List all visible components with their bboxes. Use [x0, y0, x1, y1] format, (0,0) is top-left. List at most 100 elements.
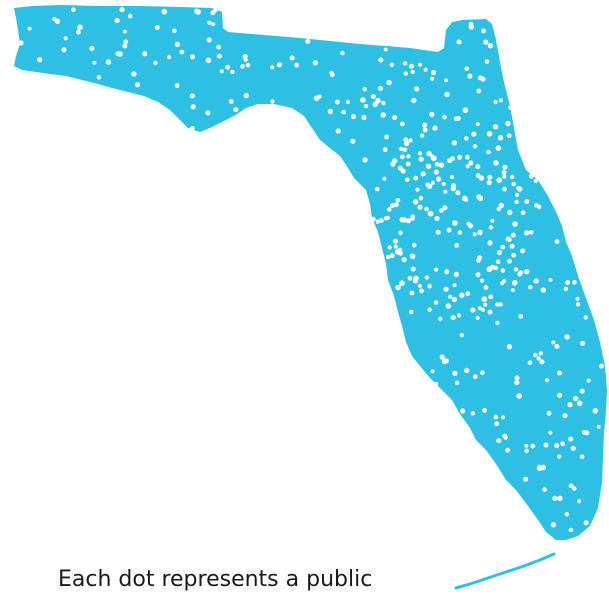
school-dot: [548, 277, 553, 282]
school-dot: [567, 402, 573, 408]
school-dot: [460, 408, 466, 414]
school-dot: [153, 60, 158, 66]
school-dot: [426, 150, 432, 157]
school-dot: [557, 495, 563, 501]
school-dot: [472, 374, 478, 380]
school-dot: [242, 54, 248, 60]
school-dot: [554, 443, 560, 449]
school-dot: [501, 170, 507, 176]
school-dot: [524, 443, 529, 448]
school-dot: [533, 178, 538, 184]
school-dot: [573, 395, 579, 402]
school-dot: [506, 344, 513, 350]
school-dot: [512, 221, 518, 227]
school-dot: [488, 294, 494, 300]
school-dot: [495, 259, 501, 265]
school-dot: [427, 210, 434, 217]
school-dot: [480, 307, 485, 312]
school-dot: [427, 307, 432, 312]
school-dot: [523, 230, 530, 236]
school-dot: [207, 20, 212, 25]
school-dot: [477, 75, 483, 81]
school-dot: [395, 198, 401, 203]
school-dot: [579, 340, 586, 346]
school-dot: [228, 99, 234, 104]
school-dot: [405, 161, 411, 167]
school-dot: [492, 124, 499, 130]
school-dot: [513, 267, 519, 272]
school-dot: [484, 59, 490, 64]
school-dot: [438, 162, 445, 168]
school-dot: [89, 45, 95, 52]
school-dot: [523, 476, 529, 482]
school-dot: [270, 65, 275, 70]
school-dot: [483, 302, 488, 307]
school-dot: [327, 108, 334, 115]
school-dot: [225, 64, 231, 70]
school-dot: [462, 195, 468, 201]
school-dot: [122, 29, 127, 34]
school-dot: [444, 78, 448, 83]
school-dot: [583, 520, 589, 526]
school-dot: [475, 164, 481, 170]
school-dot: [540, 287, 546, 293]
school-dot: [390, 161, 396, 167]
school-dot: [454, 380, 460, 385]
school-dot: [408, 63, 415, 69]
school-dot: [317, 94, 322, 99]
school-dot: [433, 381, 439, 387]
school-dot: [350, 113, 356, 120]
school-dot: [497, 135, 504, 141]
school-dot: [386, 207, 392, 212]
school-dot: [542, 487, 547, 492]
school-dot: [406, 154, 411, 159]
school-dot: [37, 57, 43, 63]
school-dot: [500, 415, 506, 420]
school-dot: [294, 62, 300, 68]
school-dot: [557, 392, 563, 398]
school-dot: [413, 199, 419, 205]
school-dot: [502, 186, 507, 192]
school-dot: [564, 512, 569, 517]
school-dot: [538, 351, 543, 356]
school-dot: [167, 55, 172, 60]
school-dot: [493, 160, 499, 166]
school-dot: [576, 400, 583, 407]
school-dot: [575, 296, 580, 301]
school-dot: [179, 49, 185, 55]
school-dot: [443, 358, 449, 364]
school-dot: [464, 136, 469, 141]
school-dot: [61, 47, 67, 53]
school-dot: [511, 252, 517, 258]
school-dot: [450, 315, 456, 321]
school-dot: [459, 292, 465, 298]
school-dot: [510, 232, 516, 238]
school-dot: [418, 62, 423, 67]
school-dot: [205, 57, 212, 64]
school-dot: [219, 69, 224, 74]
school-dot: [385, 254, 391, 260]
school-dot: [27, 26, 32, 31]
school-dot: [470, 307, 476, 313]
school-dot: [142, 51, 148, 57]
school-dots: [18, 7, 604, 533]
school-dot: [433, 300, 439, 305]
school-dot: [459, 333, 464, 338]
school-dot: [487, 240, 493, 246]
school-dot: [438, 316, 443, 321]
school-dot: [450, 183, 457, 189]
school-dot: [382, 176, 387, 181]
school-dot: [341, 109, 346, 115]
school-dot: [77, 24, 83, 31]
school-dot: [476, 88, 482, 94]
school-dot: [429, 111, 435, 118]
school-dot: [537, 464, 543, 470]
school-dot: [408, 138, 413, 143]
school-dot: [434, 267, 439, 272]
school-dot: [115, 51, 121, 57]
school-dot: [400, 154, 405, 160]
school-dot: [516, 393, 522, 399]
school-dot: [495, 145, 502, 151]
school-dot: [477, 229, 483, 236]
